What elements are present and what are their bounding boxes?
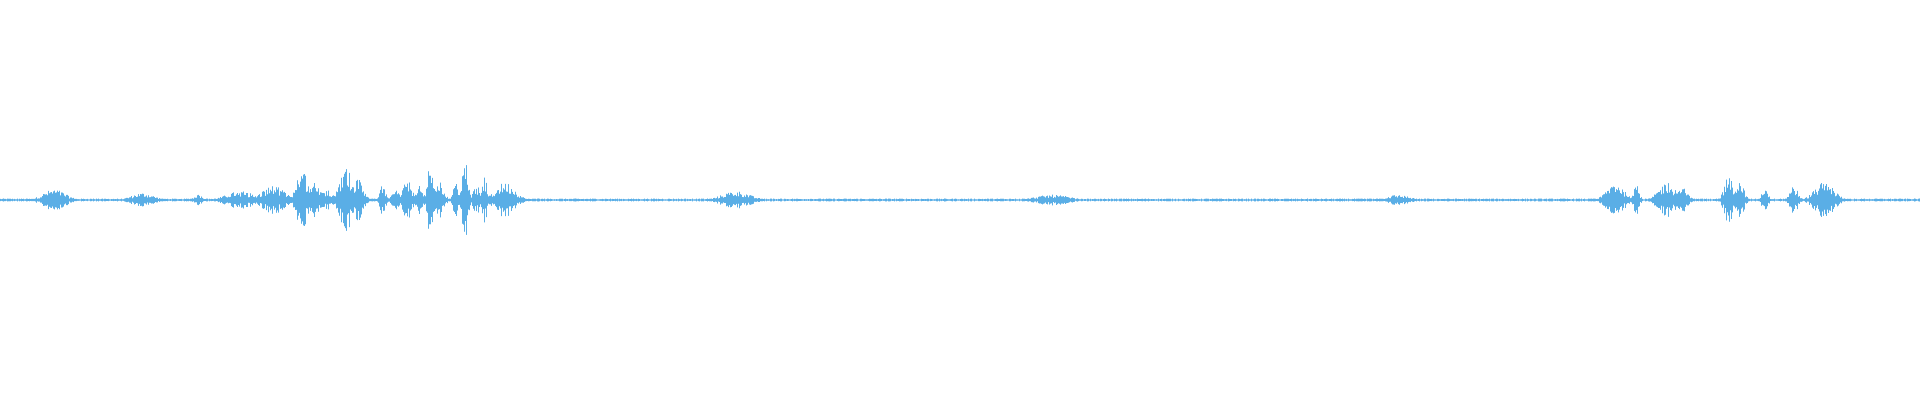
waveform-samples [0, 165, 1920, 235]
waveform-trace [0, 165, 1920, 235]
